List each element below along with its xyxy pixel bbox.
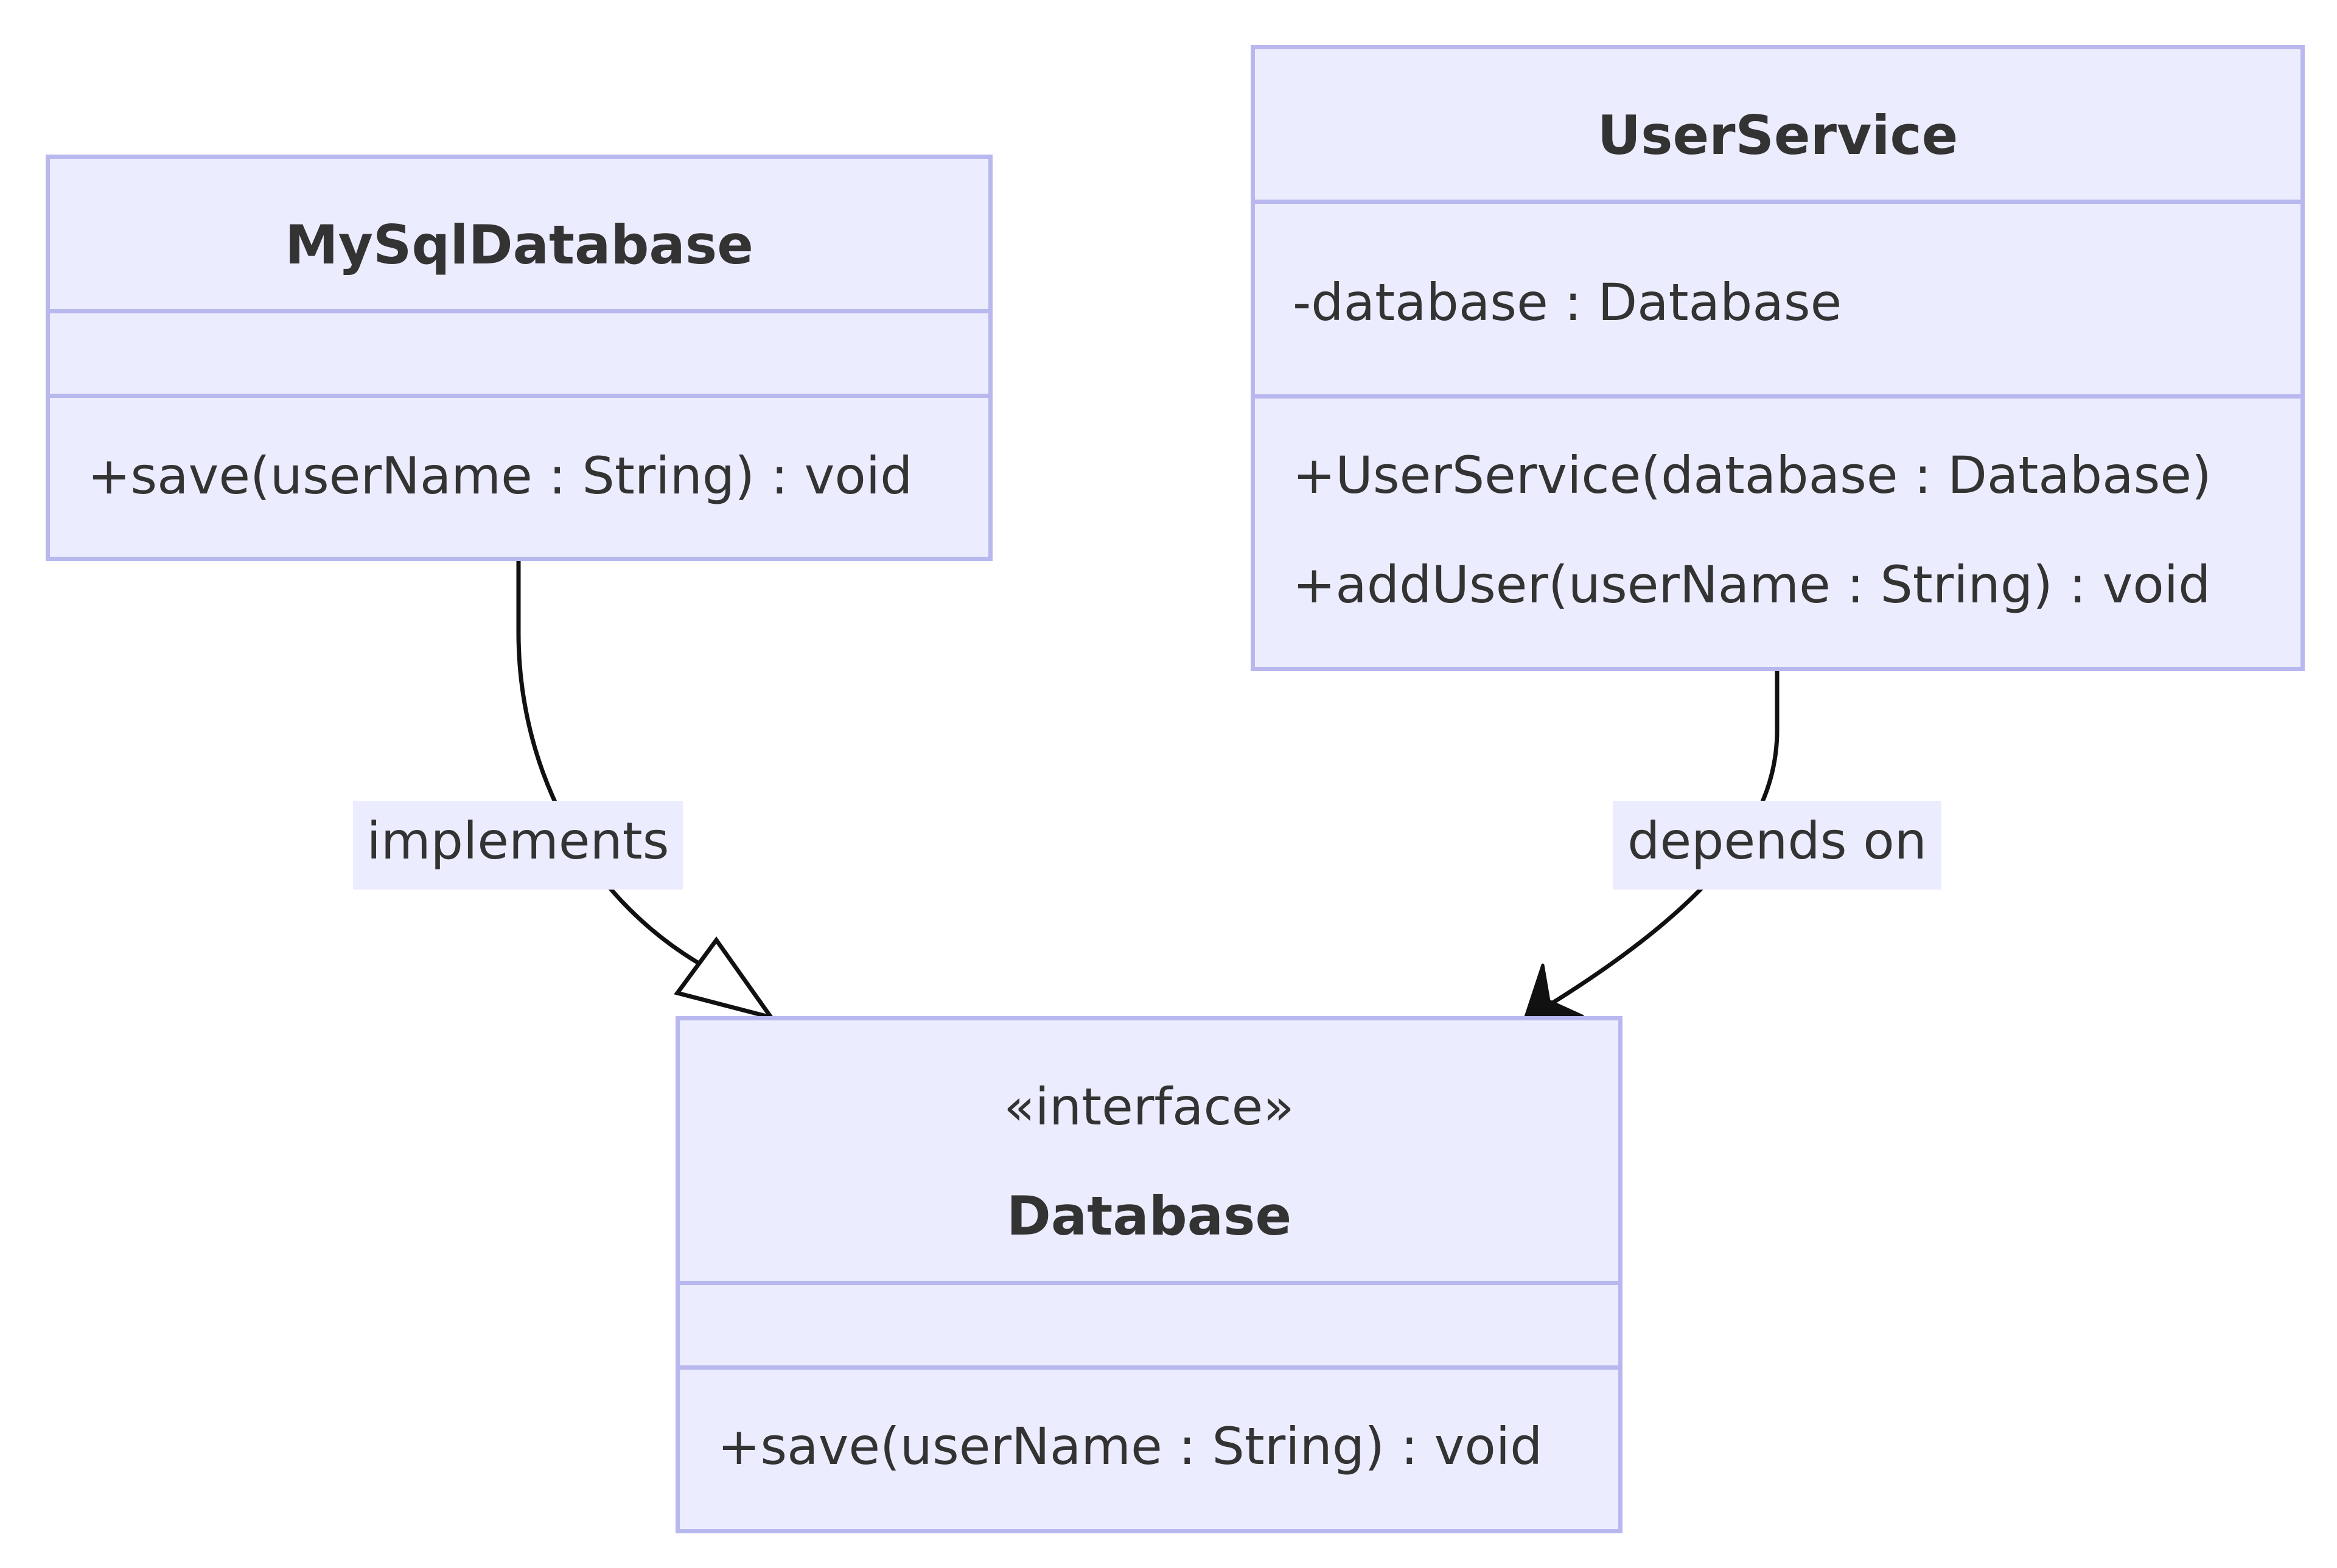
class-user-service[interactable]: UserService -database : Database +UserSe… xyxy=(1251,45,2305,671)
divider xyxy=(680,1365,1618,1370)
class-database-interface[interactable]: «interface» Database +save(userName : St… xyxy=(676,1016,1623,1533)
divider xyxy=(680,1281,1618,1285)
methods-compartment: +save(userName : String) : void xyxy=(50,398,988,557)
class-name-compartment: UserService xyxy=(1255,49,2300,200)
divider xyxy=(1255,394,2300,399)
attributes-compartment: -database : Database xyxy=(1255,204,2300,394)
method-constructor: +UserService(database : Database) xyxy=(1293,445,2212,505)
depends-on-label: depends on xyxy=(1613,801,1941,890)
implements-edge xyxy=(516,560,707,970)
implements-label: implements xyxy=(353,801,683,890)
methods-compartment: +save(userName : String) : void xyxy=(680,1370,1618,1529)
stereotype-label: «interface» xyxy=(1004,1077,1294,1137)
class-name: Database xyxy=(1006,1185,1292,1247)
class-name-compartment: «interface» Database xyxy=(680,1020,1618,1281)
class-name-compartment: MySqlDatabase xyxy=(50,159,988,309)
realization-arrowhead xyxy=(674,936,777,1021)
attribute-database: -database : Database xyxy=(1293,273,1842,332)
divider xyxy=(50,309,988,313)
divider xyxy=(50,394,988,398)
methods-compartment: +UserService(database : Database) +addUs… xyxy=(1255,399,2300,667)
class-name: MySqlDatabase xyxy=(285,214,753,276)
class-name: UserService xyxy=(1597,104,1958,167)
method-add-user: +addUser(userName : String) : void xyxy=(1293,555,2211,615)
divider xyxy=(1255,200,2300,204)
method-save: +save(userName : String) : void xyxy=(718,1416,1543,1476)
method-save: +save(userName : String) : void xyxy=(88,446,913,506)
class-mysql-database[interactable]: MySqlDatabase +save(userName : String) :… xyxy=(46,155,993,561)
attributes-compartment xyxy=(680,1285,1618,1365)
attributes-compartment xyxy=(50,313,988,394)
